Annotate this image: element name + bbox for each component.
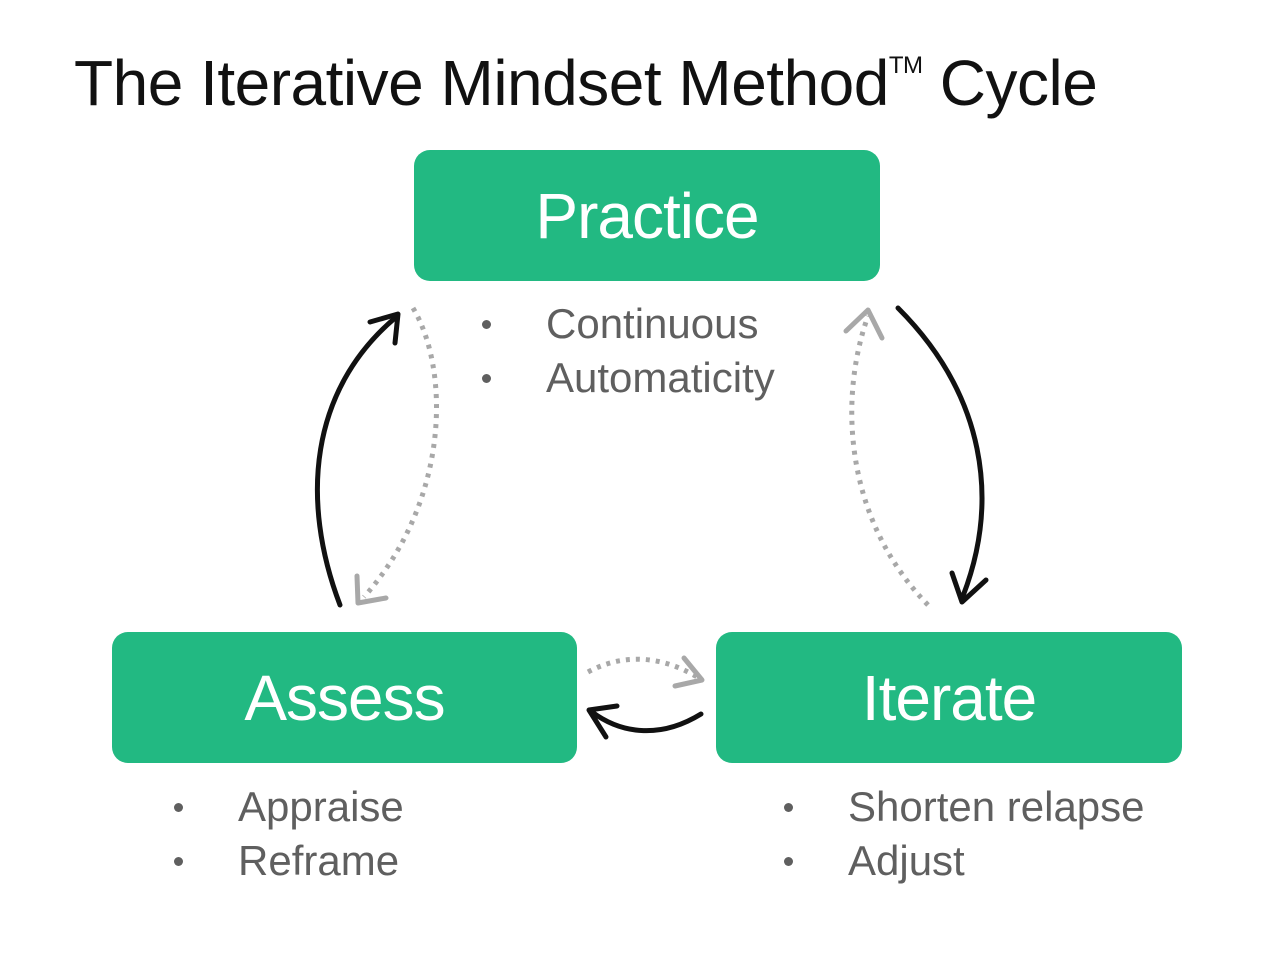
iterate-label: Iterate xyxy=(861,661,1037,734)
assess-bullet: Reframe xyxy=(168,834,404,888)
title-text: The Iterative Mindset Method xyxy=(74,47,889,119)
diagram-title: The Iterative Mindset MethodTM Cycle xyxy=(74,46,1098,120)
practice-bullet: Automaticity xyxy=(476,351,775,405)
arrow-iterate-to-assess xyxy=(586,703,704,740)
title-suffix: Cycle xyxy=(939,47,1098,119)
assess-node: Assess xyxy=(112,632,577,763)
iterate-bullet: Shorten relapse xyxy=(778,780,1145,834)
arrow-assess-to-iterate-dotted xyxy=(586,655,705,689)
arrow-iterate-to-practice-dotted xyxy=(843,307,930,607)
iterate-node: Iterate xyxy=(716,632,1182,763)
assess-bullets: Appraise Reframe xyxy=(168,780,404,888)
practice-bullets: Continuous Automaticity xyxy=(476,297,775,405)
iterate-bullet: Adjust xyxy=(778,834,1145,888)
assess-label: Assess xyxy=(244,661,445,734)
arrow-assess-to-practice xyxy=(314,311,401,608)
arrow-practice-to-assess-dotted xyxy=(354,306,439,606)
arrow-practice-to-iterate xyxy=(895,305,989,605)
practice-node: Practice xyxy=(414,150,880,281)
practice-label: Practice xyxy=(535,179,759,252)
assess-bullet: Appraise xyxy=(168,780,404,834)
practice-bullet: Continuous xyxy=(476,297,775,351)
trademark-mark: TM xyxy=(888,52,923,79)
iterate-bullets: Shorten relapse Adjust xyxy=(778,780,1145,888)
